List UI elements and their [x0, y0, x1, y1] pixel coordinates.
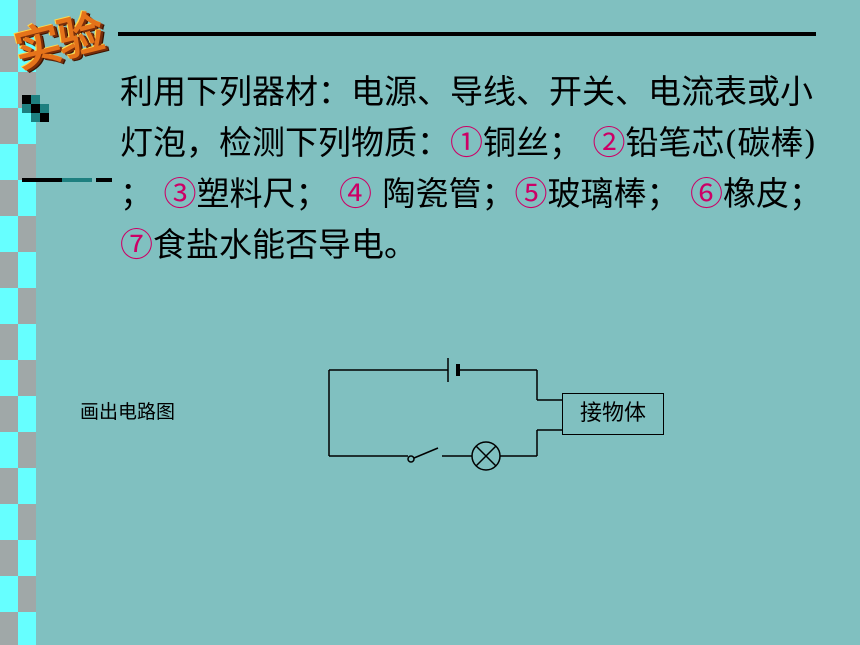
title-rule — [118, 32, 816, 36]
switch-pivot — [407, 455, 415, 463]
item-number: ③ — [163, 174, 197, 213]
strip-cell — [18, 432, 36, 468]
item-number: ④ — [339, 174, 372, 213]
strip-cell — [18, 0, 36, 36]
strip-cell — [0, 612, 18, 645]
strip-cell — [0, 360, 18, 396]
item-number: ② — [592, 123, 626, 162]
strip-cell — [0, 216, 18, 252]
strip-cell — [18, 288, 36, 324]
strip-cell — [18, 180, 36, 216]
strip-cell — [18, 396, 36, 432]
paragraph-text: 陶瓷管； — [372, 174, 515, 213]
strip-cell — [0, 36, 18, 72]
strip-cell — [0, 432, 18, 468]
strip-cell — [0, 72, 18, 108]
paragraph-text: 食盐水能否导电。 — [153, 225, 417, 264]
item-number: ⑦ — [120, 225, 153, 264]
dash-line — [22, 178, 112, 182]
strip-cell — [18, 360, 36, 396]
strip-cell — [18, 36, 36, 72]
object-box: 接物体 — [562, 393, 664, 435]
switch-lever-icon — [413, 447, 439, 459]
strip-cell — [0, 324, 18, 360]
strip-cell — [18, 540, 36, 576]
strip-cell — [0, 108, 18, 144]
strip-cell — [18, 216, 36, 252]
paragraph-text: 玻璃棒； — [547, 174, 690, 213]
strip-cell — [18, 144, 36, 180]
strip-cell — [18, 612, 36, 645]
item-number: ⑥ — [690, 174, 723, 213]
strip-cell — [18, 324, 36, 360]
paragraph-text: 铅笔芯(碳棒) ； — [120, 123, 817, 213]
draw-circuit-label: 画出电路图 — [80, 401, 176, 423]
strip-cell — [18, 504, 36, 540]
strip-cell — [0, 540, 18, 576]
strip-cell — [0, 144, 18, 180]
item-number: ① — [450, 123, 483, 162]
paragraph-text: 铜丝； — [483, 123, 593, 162]
strip-cell — [0, 0, 18, 36]
strip-cell — [0, 396, 18, 432]
strip-cell — [0, 468, 18, 504]
lamp-cross-b — [475, 445, 497, 467]
circuit-diagram — [328, 358, 562, 471]
bullet-square-icon — [22, 95, 50, 123]
paragraph-text: 橡皮； — [723, 174, 822, 213]
instruction-paragraph: 利用下列器材：电源、导线、开关、电流表或小灯泡，检测下列物质：①铜丝； ②铅笔芯… — [120, 66, 825, 270]
paragraph-text: 塑料尺； — [196, 174, 339, 213]
strip-cell — [0, 252, 18, 288]
strip-cell — [18, 468, 36, 504]
strip-cell — [0, 504, 18, 540]
strip-cell — [18, 576, 36, 612]
strip-cell — [18, 252, 36, 288]
strip-cell — [0, 288, 18, 324]
strip-cell — [0, 576, 18, 612]
item-number: ⑤ — [514, 174, 548, 213]
strip-cell — [0, 180, 18, 216]
paragraph-text: 利用下列器材：电源、导线、开关、电流表或小灯泡，检测下列物质： — [120, 72, 813, 162]
